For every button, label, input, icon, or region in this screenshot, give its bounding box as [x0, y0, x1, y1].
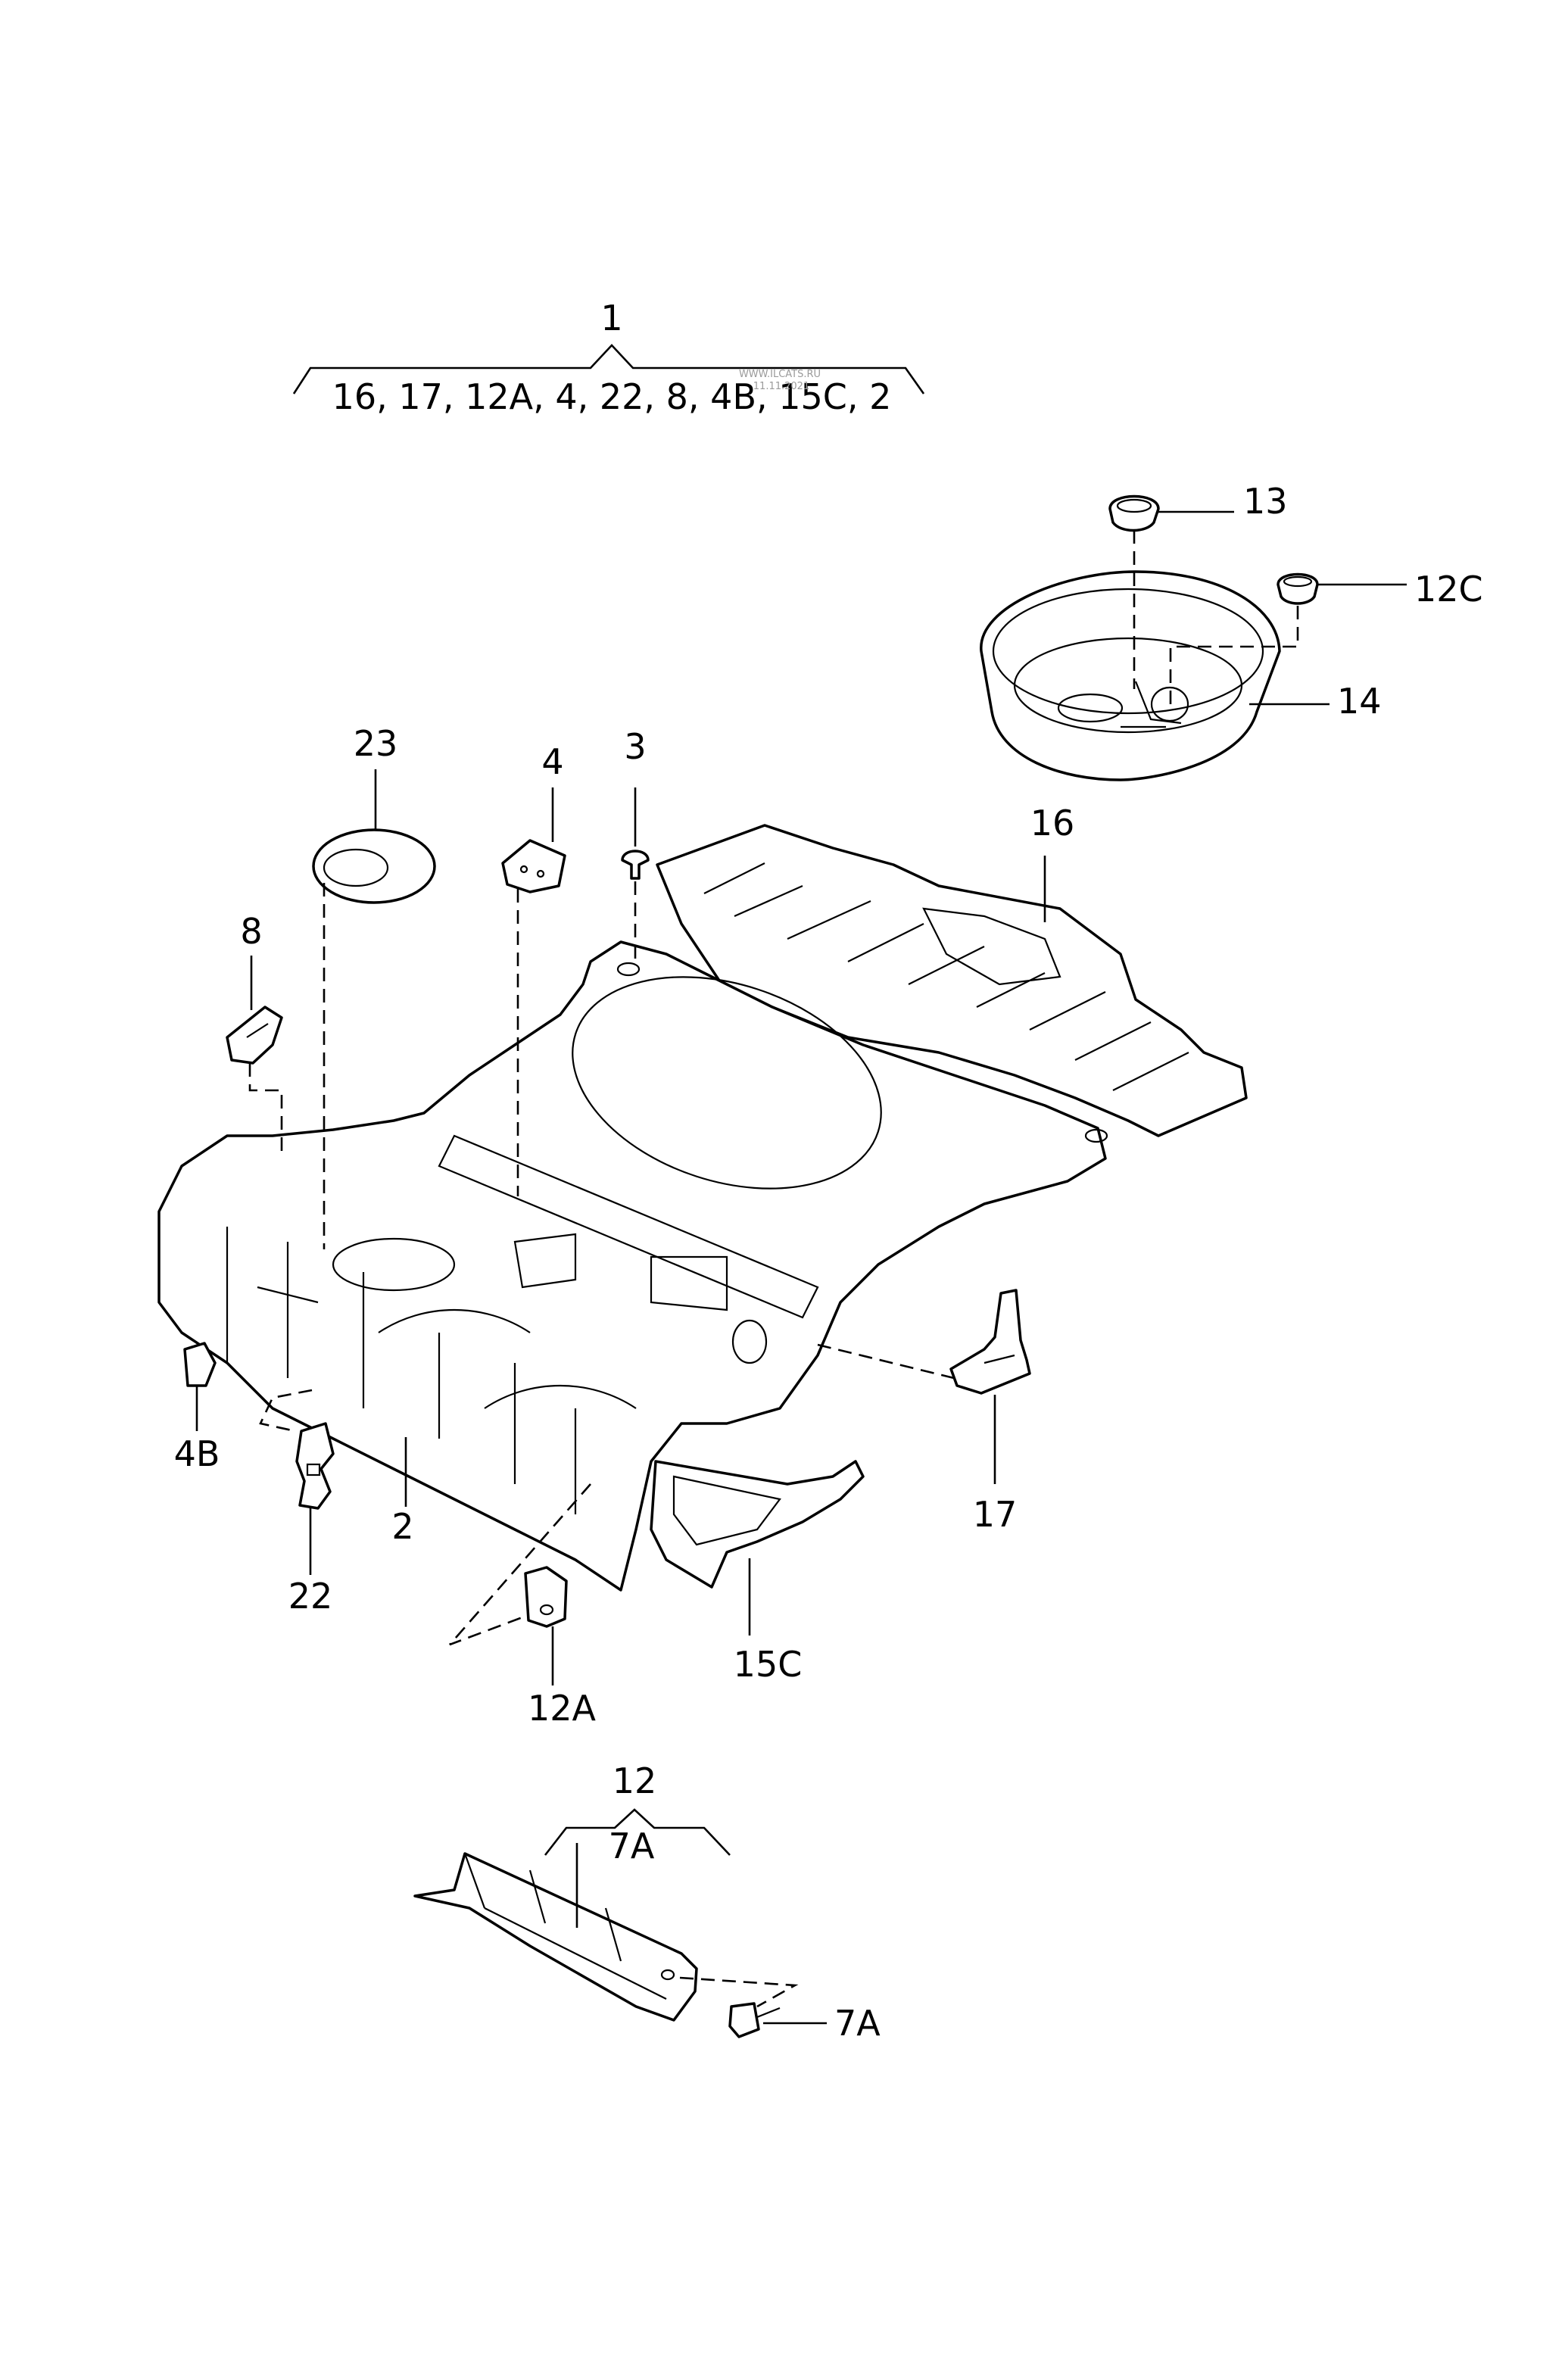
- grommet-23: [312, 828, 436, 904]
- callout-2: 2: [391, 1506, 413, 1547]
- leader-12c-dash: [1169, 606, 1299, 704]
- bracket-4: [501, 839, 566, 893]
- leader-17-dash: [817, 1343, 955, 1380]
- clip-4b: [183, 1342, 217, 1387]
- cap-13: [1108, 494, 1160, 532]
- assembly-header: 1 16, 17, 12A, 4, 22, 8, 4B, 15C, 2 WWW.…: [292, 298, 925, 417]
- panel-15c: [650, 1460, 865, 1589]
- bracket-12a: [524, 1566, 568, 1628]
- callout-15c: 15C: [734, 1644, 803, 1685]
- callout-17: 17: [973, 1494, 1018, 1535]
- callout-12c: 12C: [1414, 569, 1483, 610]
- callout-16: 16: [1030, 803, 1075, 843]
- sub-assembly-number: 12: [613, 1760, 657, 1801]
- callout-4b: 4B: [174, 1433, 220, 1474]
- callout-8: 8: [240, 911, 262, 952]
- callout-14: 14: [1337, 681, 1382, 722]
- watermark-site: WWW.ILCATS.RU: [739, 369, 821, 380]
- leader-7a-dash: [679, 1976, 799, 2008]
- assembly-number: 1: [600, 298, 622, 338]
- callout-13: 13: [1243, 481, 1288, 522]
- bracket-8: [226, 1006, 283, 1065]
- callout-7a: 7A: [834, 2003, 881, 2044]
- bolt-3: [621, 850, 650, 880]
- callout-22: 22: [288, 1576, 333, 1617]
- callout-23: 23: [354, 723, 398, 764]
- watermark-date: 11.11.2021: [753, 381, 809, 392]
- cross-member-12: [413, 1852, 698, 2022]
- rear-floor-pan: [157, 940, 1108, 1592]
- bracket-17: [949, 1289, 1031, 1395]
- callout-4: 4: [541, 741, 563, 782]
- spare-wheel-well: [980, 570, 1281, 781]
- assembly-parts-list: 16, 17, 12A, 4, 22, 8, 4B, 15C, 2: [332, 376, 892, 417]
- sub-assembly-parts-list: 7A: [609, 1826, 655, 1866]
- leader-22-dash: [259, 1389, 313, 1433]
- callout-12a: 12A: [528, 1688, 597, 1729]
- cap-12c: [1277, 572, 1319, 605]
- assembly-bracket: [292, 344, 925, 394]
- leader-12a-dash: [449, 1483, 591, 1646]
- screw-7a: [728, 2002, 781, 2038]
- clip-22: [295, 1422, 335, 1510]
- sub-assembly-header: 12 7A: [544, 1760, 731, 1866]
- leader-8-dash: [248, 1063, 283, 1151]
- callout-3: 3: [624, 726, 646, 767]
- sub-assembly-bracket: [544, 1808, 731, 1856]
